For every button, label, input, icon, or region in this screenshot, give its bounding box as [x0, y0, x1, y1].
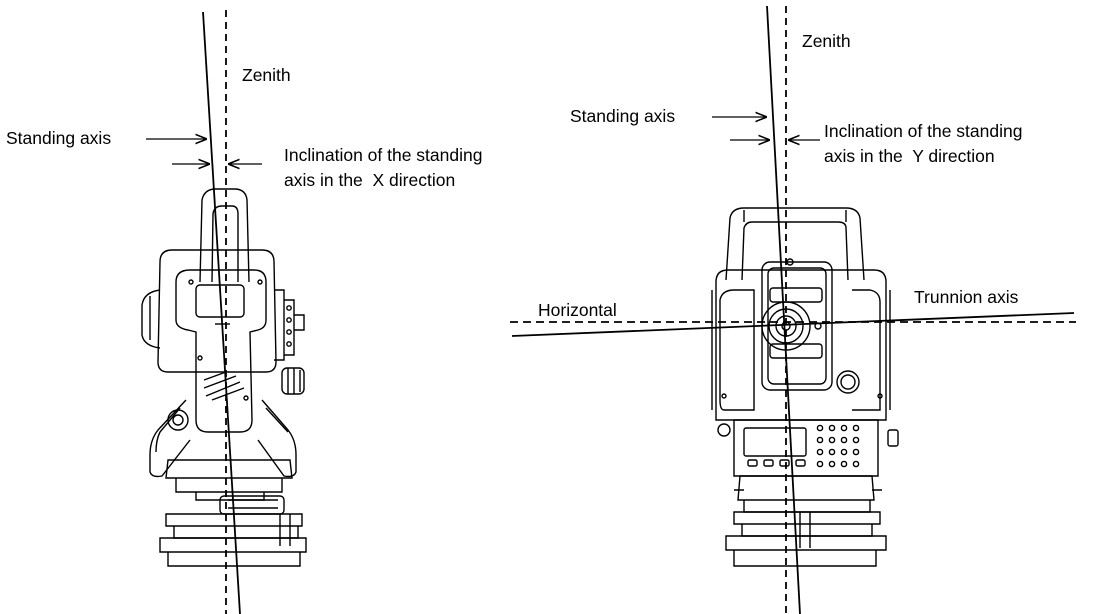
left-right-arm	[257, 399, 297, 478]
trunnion-axis-label: Trunnion axis	[914, 287, 1019, 307]
right-inclination-label-line1: Inclination of the standing	[824, 121, 1023, 141]
left-instrument-side-view	[141, 188, 307, 567]
right-standing-axis-line	[766, 5, 801, 614]
left-knob-column	[284, 299, 295, 356]
left-inclination-label-line2: axis in the X direction	[284, 170, 456, 190]
right-function-keys	[747, 459, 806, 467]
left-telescope-bulge	[141, 289, 161, 349]
right-zenith-label: Zenith	[802, 31, 851, 51]
left-left-arm	[149, 399, 191, 478]
trunnion-axis-line	[511, 312, 1075, 337]
right-keyboard-panel	[733, 419, 879, 477]
left-upper-housing	[157, 249, 277, 373]
left-zenith-label: Zenith	[242, 65, 291, 85]
right-standing-axis-label: Standing axis	[570, 106, 676, 126]
right-instrument-front-view	[711, 207, 899, 567]
right-inclination-label-line2: axis in the Y direction	[824, 146, 995, 166]
left-front-plate	[175, 269, 267, 433]
right-handle	[725, 207, 865, 281]
left-inclination-label-line1: Inclination of the standing	[284, 145, 483, 165]
right-numeric-keypad	[816, 424, 860, 468]
annotation-arrows	[146, 117, 820, 164]
left-handle	[199, 188, 250, 283]
right-base-upper	[737, 475, 875, 501]
horizontal-label: Horizontal	[538, 300, 617, 320]
left-standing-axis-line	[202, 11, 241, 614]
left-standing-axis-label: Standing axis	[6, 128, 112, 148]
right-main-body	[715, 269, 887, 421]
right-base-leveling	[733, 511, 881, 525]
right-display-screen	[743, 427, 807, 457]
left-base-upper	[165, 459, 293, 479]
left-base-leveling	[165, 513, 303, 527]
